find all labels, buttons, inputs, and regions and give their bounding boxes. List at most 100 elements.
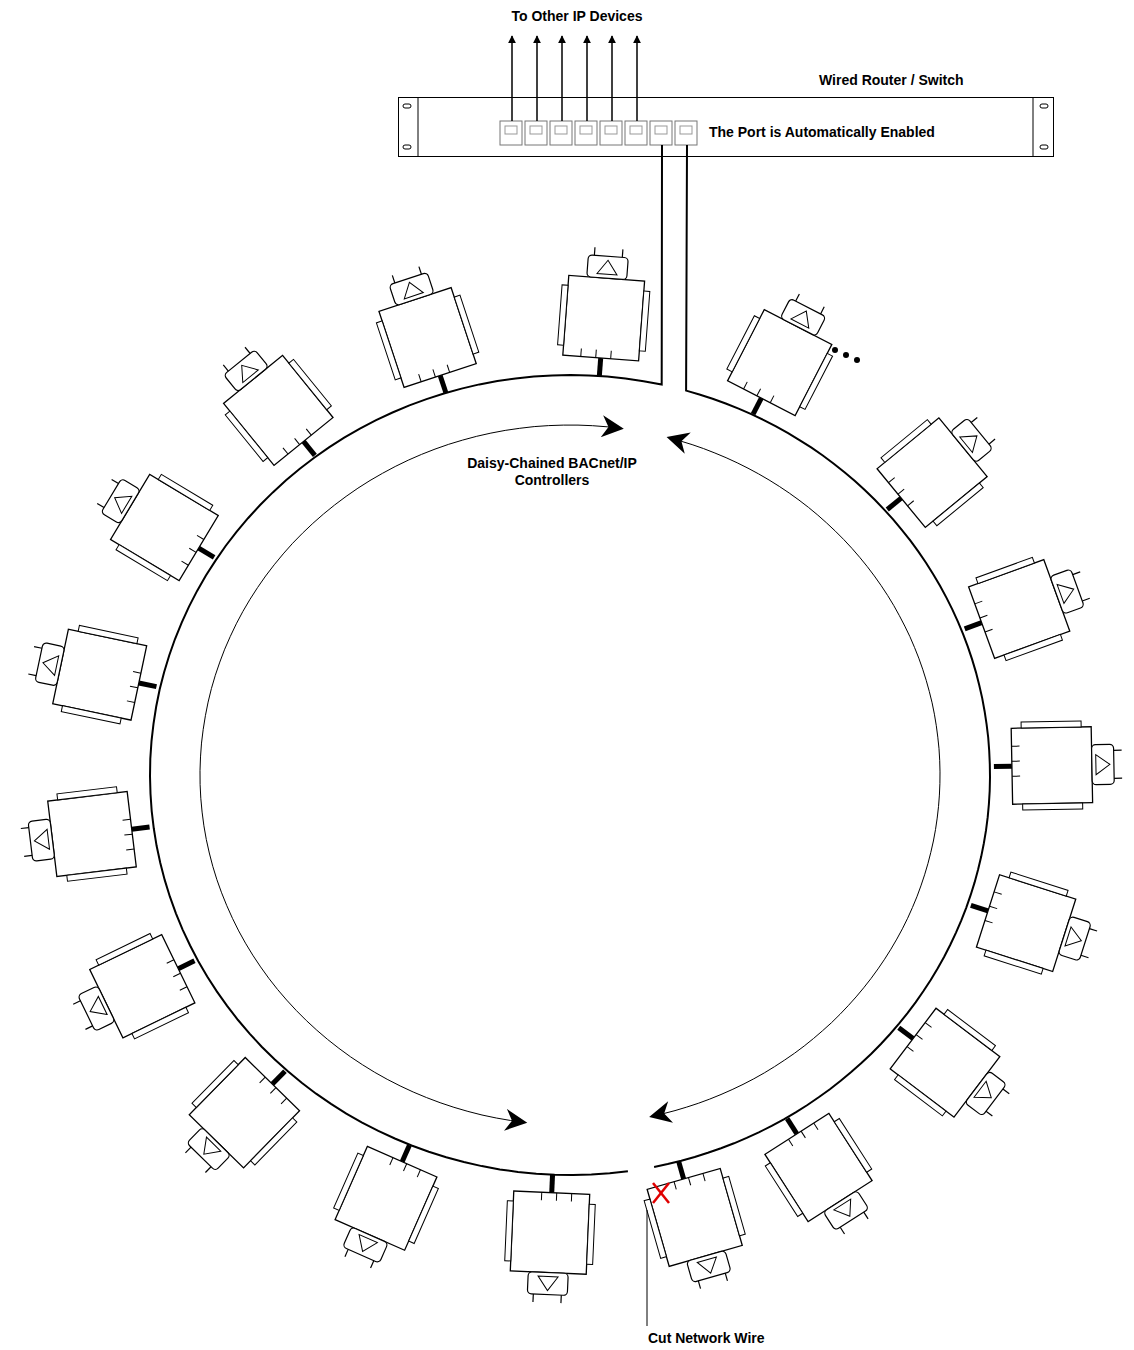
controller [636,1150,756,1297]
actuator [1050,569,1084,614]
notch [541,1192,542,1200]
rack-ears [403,97,1048,157]
notch [595,350,597,358]
actuator-bolt [1114,750,1122,751]
stub [787,1119,797,1134]
actuator-clamp [960,428,984,452]
notch [260,1077,266,1083]
controller-flange [765,1163,802,1217]
controller [950,544,1100,670]
port [525,121,547,145]
notch [674,1182,676,1190]
notch [283,448,288,454]
controller [60,921,214,1056]
notch [610,351,612,359]
actuator-bolt [622,249,624,257]
daisy-chain-ring [150,145,990,1175]
notch [295,438,300,444]
actuator-clamp [974,1081,997,1105]
notch [975,601,983,604]
notch [180,987,187,990]
notch [1012,746,1020,747]
controller-flange [57,787,117,800]
actuator-bolt [345,1249,348,1256]
actuator-bolt [24,855,32,857]
port-jack [630,126,642,134]
notch [757,389,761,396]
port-jack [530,126,542,134]
controller [957,864,1106,987]
notch [130,686,138,688]
notch [990,906,998,908]
notch [124,834,132,836]
controller-flange [1009,872,1068,896]
stub [887,498,901,509]
leader-line [647,1210,648,1326]
controller-flange [289,359,331,409]
controller-flange [61,706,121,724]
actuator [527,1272,568,1296]
controller-flange [78,625,138,643]
notch [788,1139,792,1146]
actuator-clamp [697,1257,720,1276]
controller-body [563,275,645,360]
actuator-clamp [1057,580,1077,604]
actuator [101,478,140,524]
switch-note: The Port is Automatically Enabled [709,124,935,141]
actuator-bolt [34,647,42,649]
stub [304,441,315,455]
controller-flange [158,474,213,510]
controller-flange [895,1075,946,1116]
port [575,121,597,145]
controller-flange [251,1118,297,1165]
actuator-bolt [1003,1089,1009,1094]
switch-heading: Wired Router / Switch [819,72,964,89]
controller-body [510,1191,589,1274]
actuator-bolt [392,275,395,283]
controller-flange [723,1176,745,1235]
notch [703,1173,705,1181]
actuator-clamp [41,653,59,675]
actuator-bolt [73,1001,80,1004]
stub [178,961,194,969]
port [675,121,697,145]
controller-flange [376,321,401,380]
controller [364,257,488,406]
actuator-bolt [1082,598,1090,601]
uplink-arrow [586,36,588,121]
actuator [1092,744,1115,784]
controller-flange [225,411,267,461]
port [625,121,647,145]
actuator [224,350,269,392]
notch [744,382,748,389]
stub [599,358,600,376]
port [550,121,572,145]
notch [197,535,204,539]
actuator-bolt [85,1026,92,1029]
notch [994,892,1002,894]
controller [17,783,155,886]
actuator [35,642,65,686]
stub [753,398,761,414]
notch [580,349,582,357]
actuator [587,255,629,280]
actuator-bolt [594,247,596,255]
notch [417,1170,420,1177]
controller-flange [505,1201,514,1261]
notch [985,920,993,922]
notch [173,973,180,976]
controller-body [1011,727,1092,805]
actuator [950,418,992,463]
controller-flange [334,1153,364,1210]
switch-ports [500,121,697,145]
actuator-bolt [864,1212,868,1219]
actuator-bolt [205,1167,211,1173]
notch [281,1098,287,1104]
controller-flange [454,295,479,354]
actuator-bolt [1089,929,1097,931]
stub [139,683,157,687]
actuator-bolt [245,347,250,353]
uplink-arrow [561,36,563,121]
switch-box: Wired Router / SwitchThe Port is Automat… [398,97,1054,157]
